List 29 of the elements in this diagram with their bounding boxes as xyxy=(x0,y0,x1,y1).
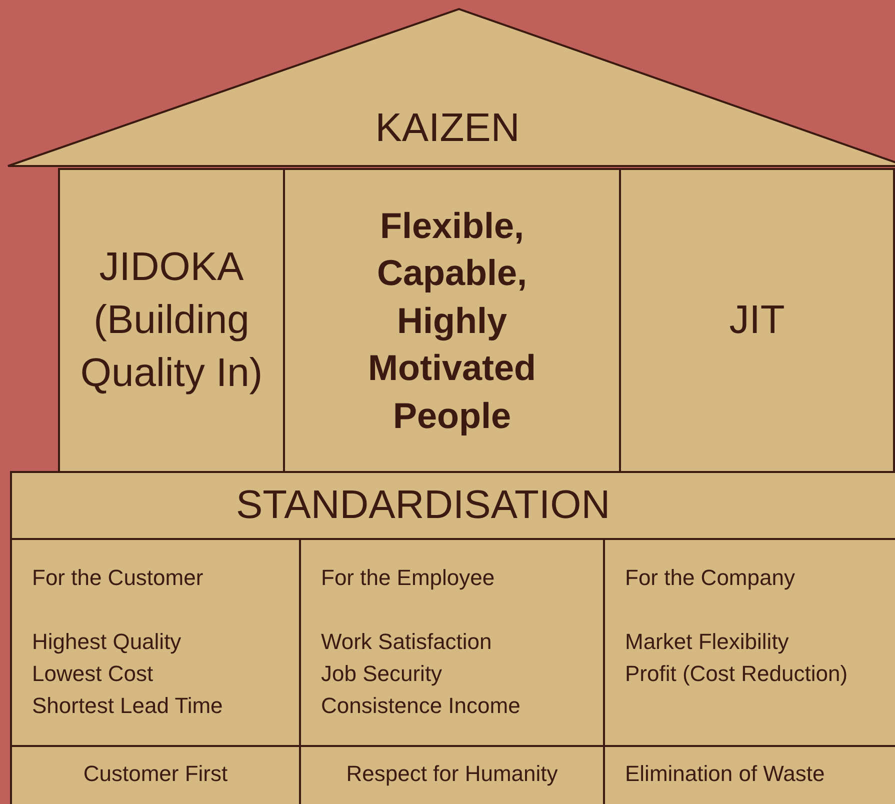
label-text: JIT xyxy=(729,297,785,344)
foundation-band xyxy=(10,471,895,540)
benefit-item: Profit (Cost Reduction) xyxy=(625,660,848,688)
value-panel xyxy=(299,538,605,747)
benefit-item: Lowest Cost xyxy=(32,660,154,688)
label-text: Flexible, Capable, Highly Motivated People xyxy=(366,204,537,438)
benefit-item: Highest Quality xyxy=(32,628,182,656)
pillar-box xyxy=(619,168,895,473)
label-text: Respect for Humanity xyxy=(346,761,558,787)
benefit-item: Consistence Income xyxy=(321,692,520,720)
panel-heading: For the Company xyxy=(625,564,795,592)
principle-box xyxy=(10,745,301,804)
label-text: JIDOKA (Building Quality In) xyxy=(79,244,264,397)
label-text: KAIZEN xyxy=(375,106,520,151)
principle-box xyxy=(603,745,895,804)
benefit-item: Work Satisfaction xyxy=(321,628,492,656)
principle-box xyxy=(299,745,605,804)
benefit-item: Job Security xyxy=(321,660,442,688)
value-panel xyxy=(10,538,301,747)
pillar-box xyxy=(283,168,621,473)
label-text: Customer First xyxy=(83,761,228,787)
benefit-item: Shortest Lead Time xyxy=(32,692,223,720)
benefit-item: Market Flexibility xyxy=(625,628,789,656)
label-text: STANDARDISATION xyxy=(236,483,610,528)
pillar-box xyxy=(58,168,285,473)
value-panel xyxy=(603,538,895,747)
panel-heading: For the Customer xyxy=(32,564,204,592)
label-text: Elimination of Waste xyxy=(625,761,825,787)
panel-heading: For the Employee xyxy=(321,564,495,592)
